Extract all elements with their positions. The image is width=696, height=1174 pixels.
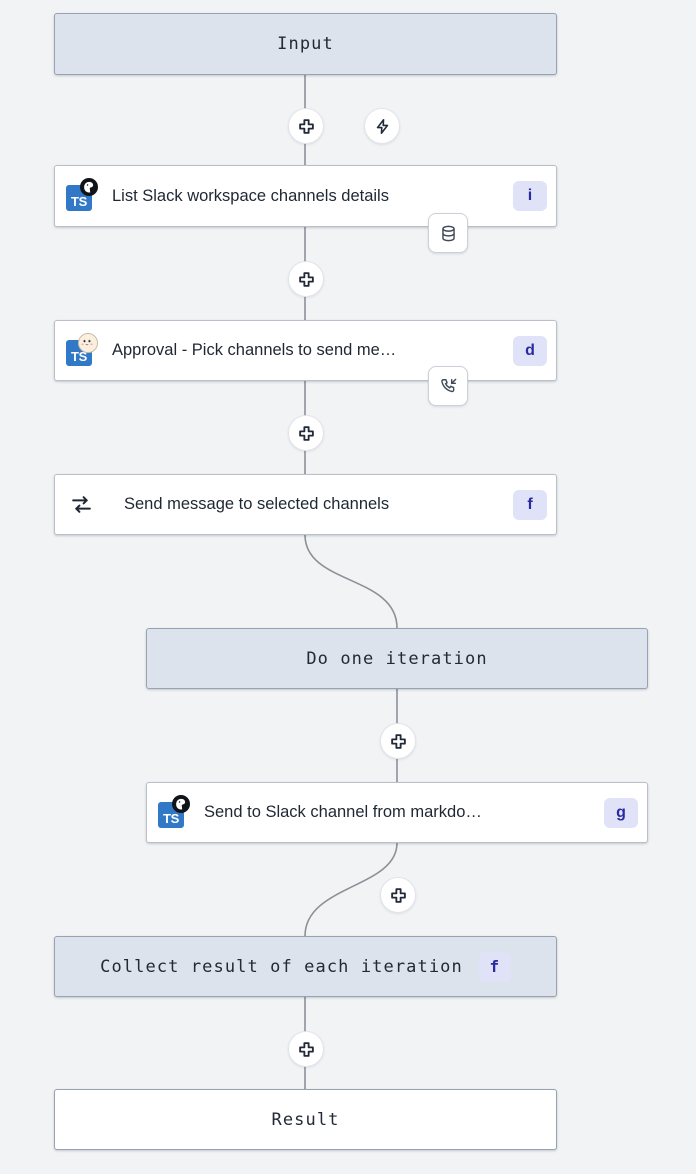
step-node-send-message-to-selected-channels[interactable]: Send message to selected channels f [54, 474, 557, 535]
result-node-label: Result [271, 1109, 340, 1130]
add-step-after-slack-send-button[interactable] [380, 877, 416, 913]
loop-footer-label: Collect result of each iteration [100, 956, 463, 977]
step-label: Send to Slack channel from markdo… [204, 803, 482, 821]
add-step-before-result-button[interactable] [288, 1031, 324, 1067]
add-step-after-input-button[interactable] [288, 108, 324, 144]
deno-icon [80, 178, 98, 196]
typescript-icon: TS [158, 794, 190, 828]
step-label: List Slack workspace channels details [112, 186, 389, 205]
step-badge[interactable]: d [513, 335, 547, 366]
approval-chip[interactable] [428, 366, 468, 406]
step-badge[interactable]: i [513, 181, 547, 211]
deno-icon [172, 794, 190, 813]
edge-step3-to-loop [304, 534, 398, 629]
step-node-send-to-slack-channel-from-markdown[interactable]: TS Send to Slack channel from markdo… g [146, 782, 648, 843]
database-chip[interactable] [428, 213, 468, 253]
step-node-list-slack-workspace-channels-details[interactable]: TS List Slack workspace channels details… [54, 165, 557, 227]
plus-icon [390, 887, 406, 903]
step-badge[interactable]: g [604, 797, 638, 828]
add-trigger-after-input-button[interactable] [364, 108, 400, 144]
plus-icon [298, 271, 314, 287]
phone-incoming-icon [440, 378, 456, 392]
step-label: Send message to selected channels [124, 495, 390, 513]
database-icon [441, 225, 455, 241]
plus-icon [298, 1041, 314, 1057]
input-node-label: Input [277, 34, 334, 54]
step-label: Approval - Pick channels to send me… [112, 341, 397, 359]
step-badge[interactable]: f [513, 489, 547, 520]
loop-header-label: Do one iteration [306, 648, 488, 669]
loop-header-node[interactable]: Do one iteration [146, 628, 648, 689]
input-node[interactable]: Input [54, 13, 557, 75]
loop-icon [66, 490, 96, 520]
add-step-inside-loop-button[interactable] [380, 723, 416, 759]
add-step-after-list-channels-button[interactable] [288, 261, 324, 297]
result-node[interactable]: Result [54, 1089, 557, 1150]
step-node-approval-pick-channels[interactable]: TS Approval - Pick channels to send [54, 320, 557, 381]
plus-icon [298, 425, 314, 441]
plus-icon [390, 733, 406, 749]
loop-footer-badge[interactable]: f [478, 951, 511, 982]
bun-icon [78, 332, 98, 353]
typescript-icon: TS [66, 178, 98, 211]
loop-footer-node[interactable]: Collect result of each iteration f [54, 936, 557, 997]
add-step-after-approval-button[interactable] [288, 415, 324, 451]
lightning-icon [376, 118, 388, 134]
typescript-icon: TS [66, 332, 98, 366]
plus-icon [298, 118, 314, 134]
